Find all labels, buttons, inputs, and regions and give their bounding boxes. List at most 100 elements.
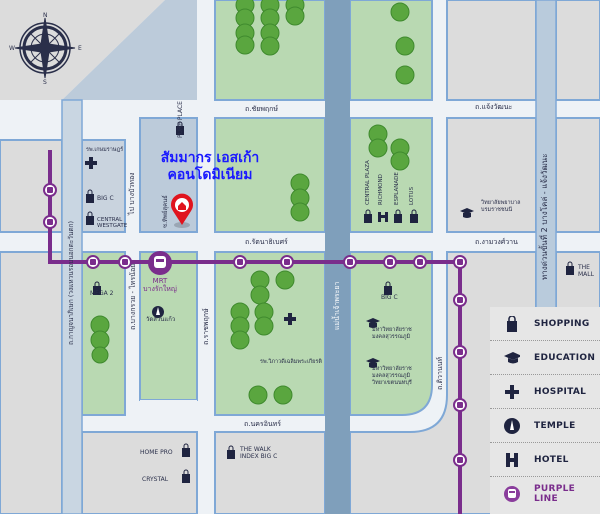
compass-s: S — [43, 79, 47, 86]
hospital-cross-icon — [85, 157, 97, 169]
shopping-bag-icon — [93, 281, 101, 295]
purple-line-station-icon — [413, 255, 427, 269]
label-central-westgate: CENTRAL WESTGATE — [97, 217, 128, 229]
label-the-mall: THE MALL — [578, 264, 594, 278]
legend-label: SHOPPING — [534, 318, 590, 329]
road-rattanathibet: ถ.รัตนาธิเบศร์ — [245, 238, 288, 246]
road-ngamwongwan: ถ.งามวงศ์วาน — [475, 238, 518, 246]
purple-line-station-icon — [233, 255, 247, 269]
road-bangkruai-sainoi: ถ.บางกรวย - ไทรน้อย — [129, 263, 137, 330]
purple-line-station-icon — [86, 255, 100, 269]
purple-line-stations — [43, 183, 467, 467]
road-bang-bua-thong: ไป บางบัวทอง — [128, 172, 136, 215]
graduation-cap-icon — [504, 350, 520, 366]
label-hospital-2: รพ.วิภาวดีเฉลิมพระเกียรติ — [260, 359, 322, 365]
label-the-walk: THE WALK INDEX BIG C — [240, 446, 278, 460]
hotel-icon — [504, 452, 520, 468]
project-title-line1: สัมมากร เอสเก้า — [160, 150, 260, 166]
road-chaiyaphruek: ถ.ชัยพฤกษ์ — [245, 105, 279, 113]
purple-line-station-icon — [280, 255, 294, 269]
road-nakhon-in: ถ.นครอินทร์ — [244, 420, 282, 428]
legend-hospital: HOSPITAL — [490, 375, 600, 409]
road-ratchaphruek: ถ.ราชพฤกษ์ — [202, 308, 210, 345]
purple-line-train-icon — [504, 486, 520, 502]
purple-line-station-icon — [453, 255, 467, 269]
purple-line — [48, 150, 462, 514]
purple-line-station-icon — [343, 255, 357, 269]
mrt-bang-rak-yai-station-icon — [148, 251, 172, 275]
shopping-bag-icon — [384, 281, 392, 295]
shopping-bag-icon — [176, 121, 184, 135]
project-title-line2: คอนโดมิเนียม — [167, 167, 253, 183]
legend-education: EDUCATION — [490, 341, 600, 375]
compass-rose-icon — [14, 17, 76, 79]
shopping-bag-icon — [364, 209, 372, 223]
purple-line-station-icon — [383, 255, 397, 269]
road-kanchanaphisek: ถ.กาญจนาภิเษก (วงแหวนรอบนอกตะวันตก) — [67, 220, 75, 345]
mrt-label: MRT บางรักใหญ่ — [140, 277, 180, 293]
legend-temple: TEMPLE — [490, 409, 600, 443]
kanchanaphisek-road — [61, 99, 83, 514]
purple-line-station-icon — [453, 345, 467, 359]
hospital-cross-icon — [284, 313, 296, 325]
shopping-bag-icon — [566, 261, 574, 275]
label-rmutsb-2: มหาวิทยาลัยราชมงคลสุวรรณภูมิ วิทยาเขตนนท… — [372, 366, 412, 386]
condo-location-pin-icon — [171, 193, 193, 228]
graduation-cap-icon — [366, 358, 380, 368]
graduation-cap-icon — [460, 208, 474, 218]
shopping-bag-icon — [182, 469, 190, 483]
label-pure-place: PURE PLACE — [177, 101, 184, 138]
label-temple: วัดสวนแก้ว — [146, 316, 176, 323]
legend-label: HOTEL — [534, 454, 569, 465]
label-big-c-2: BIG C — [381, 294, 398, 301]
label-esplanade: ESPLANADE — [394, 172, 400, 205]
purple-line-station-icon — [453, 453, 467, 467]
project-title: สัมมากร เอสเก้า คอนโดมิเนียม — [160, 150, 260, 184]
hotel-icon — [378, 212, 388, 222]
label-mega2: MEGA 2 — [90, 290, 114, 297]
label-hospital-kasemrad: รพ.เกษมราษฎร์ — [86, 147, 124, 153]
river-label: แม่น้ำเจ้าพระยา — [333, 281, 341, 330]
map-legend: SHOPPING EDUCATION HOSPITAL TEMPLE HOTEL… — [490, 307, 600, 514]
purple-line-station-icon — [43, 215, 57, 229]
legend-label: PURPLE LINE — [534, 484, 576, 504]
legend-label: HOSPITAL — [534, 386, 587, 397]
purple-line-station-icon — [43, 183, 57, 197]
legend-purple-line: PURPLE LINE — [490, 477, 600, 511]
shopping-bag-icon — [227, 445, 235, 459]
road-soi: ซ.ทิพย์สุคนธ์ — [162, 195, 169, 228]
compass-n: N — [43, 12, 48, 19]
label-crystal: CRYSTAL — [142, 476, 169, 483]
label-lotus: LOTUS — [409, 186, 415, 205]
legend-shopping: SHOPPING — [490, 307, 600, 341]
canal-area — [62, 0, 197, 100]
compass-w: W — [9, 45, 15, 52]
shopping-bag-icon — [504, 315, 520, 332]
purple-line-station-icon — [118, 255, 132, 269]
temple-icon — [504, 417, 520, 434]
legend-label: EDUCATION — [534, 352, 596, 363]
label-big-c-1: BIG C — [97, 195, 114, 202]
label-rmutsb-1: มหาวิทยาลัยราชมงคลสุวรรณภูมิ — [372, 327, 412, 340]
mrt-station-name: บางรักใหญ่ — [143, 285, 177, 293]
shopping-bag-icon — [182, 443, 190, 457]
label-home-pro: HOME PRO — [140, 449, 173, 456]
hospital-cross-icon — [504, 384, 520, 400]
shopping-bag-icon — [394, 209, 402, 223]
tree-clusters — [90, 0, 415, 405]
purple-line-station-icon — [453, 398, 467, 412]
label-nursing-college: วิทยาลัยพยาบาลบรมราชชนนี — [481, 200, 521, 213]
legend-hotel: HOTEL — [490, 443, 600, 477]
label-central-plaza: CENTRAL PLAZA — [365, 160, 371, 205]
purple-line-station-icon — [453, 293, 467, 307]
shopping-bag-icon — [86, 189, 94, 203]
shopping-bag-icon — [410, 209, 418, 223]
legend-label: TEMPLE — [534, 420, 576, 431]
road-chaengwattana: ถ.แจ้งวัฒนะ — [475, 103, 513, 111]
shopping-bag-icon — [86, 211, 94, 225]
mrt-label-text: MRT — [152, 277, 168, 285]
graduation-cap-icon — [366, 318, 380, 328]
label-richmond: RICHMOND — [378, 174, 384, 205]
compass-e: E — [78, 45, 82, 52]
temple-icon — [152, 306, 164, 318]
